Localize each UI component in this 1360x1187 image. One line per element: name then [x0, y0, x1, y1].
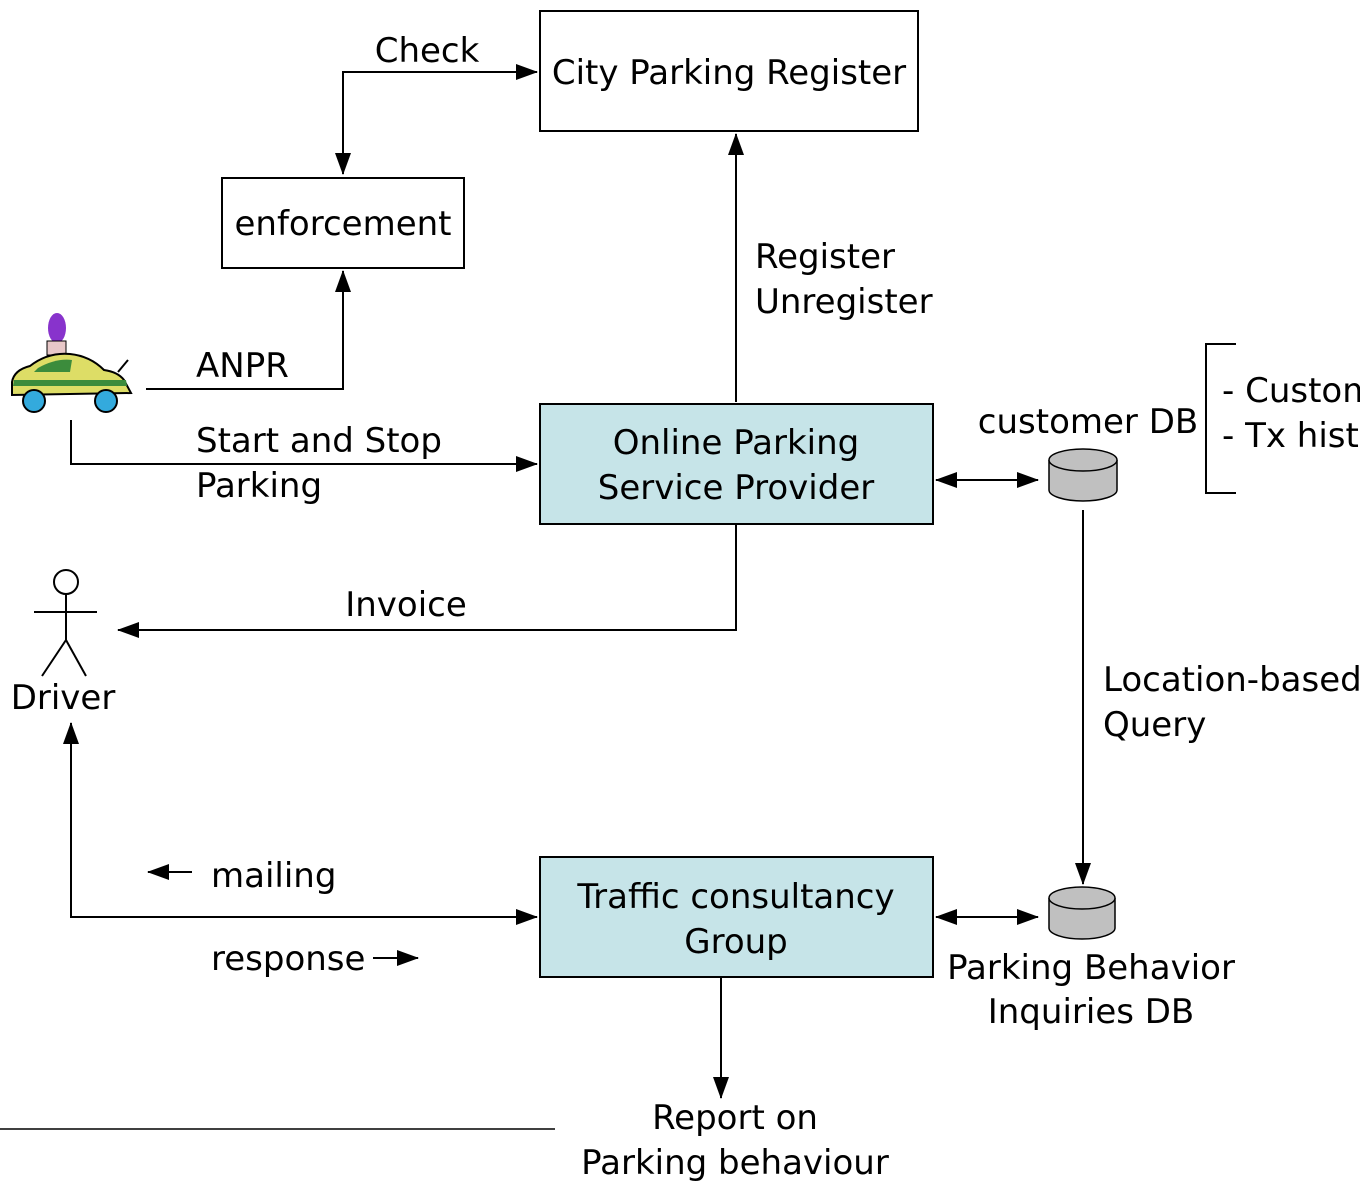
mailing-response-connector [63, 722, 538, 925]
enforcement-label: enforcement [235, 204, 452, 244]
driver-label: Driver [11, 678, 116, 718]
consultancy-label-line1: Traffic consultancy [576, 877, 894, 917]
customer-db-cylinder [1048, 448, 1118, 502]
parking-behavior-db-label-line1: Parking Behavior [947, 948, 1235, 988]
beacon-light [48, 313, 66, 343]
consultancy-rect [539, 856, 934, 978]
city-parking-register-label: City Parking Register [552, 53, 906, 93]
car-icon [11, 313, 133, 413]
start-stop-connector [70, 420, 538, 472]
provider-label-line2: Service Provider [598, 468, 874, 508]
register-label-line1: Register [755, 237, 895, 277]
customer-db-label: customer DB [978, 402, 1198, 442]
invoice-connector [117, 525, 737, 638]
start-stop-label-line1: Start and Stop [196, 421, 442, 461]
anpr-label: ANPR [196, 346, 289, 386]
customer-db-field-2: - Tx history [1222, 416, 1360, 456]
start-stop-label-line2: Parking [196, 466, 322, 506]
enforcement-box: enforcement [221, 177, 465, 269]
traffic-consultancy-group-box: Traffic consultancy Group [539, 856, 934, 978]
parking-behavior-db-label-line2: Inquiries DB [988, 992, 1195, 1032]
provider-label-line1: Online Parking [613, 423, 860, 463]
parking-behavior-db-cylinder [1048, 886, 1116, 940]
provider-rect [539, 403, 934, 525]
anpr-connector [146, 270, 351, 390]
report-label-line2: Parking behaviour [581, 1143, 889, 1182]
check-connector [335, 64, 538, 175]
city-parking-register-box: City Parking Register [539, 10, 919, 132]
check-label: Check [375, 31, 480, 71]
location-query-label-line2: Query [1103, 705, 1206, 745]
response-label: response [211, 939, 365, 979]
report-label-line1: Report on [652, 1098, 818, 1138]
customer-db-field-1: - Customer [1222, 371, 1360, 411]
mailing-label: mailing [211, 856, 336, 896]
driver-actor-icon [34, 569, 97, 677]
register-label-line2: Unregister [755, 282, 933, 322]
location-query-label-line1: Location-based [1103, 660, 1360, 700]
consultancy-label-line2: Group [684, 922, 788, 962]
customer-db-fields-bracket: - Customer - Tx history [1205, 343, 1360, 494]
invoice-label: Invoice [345, 585, 467, 625]
online-parking-service-provider-box: Online Parking Service Provider [539, 403, 934, 525]
